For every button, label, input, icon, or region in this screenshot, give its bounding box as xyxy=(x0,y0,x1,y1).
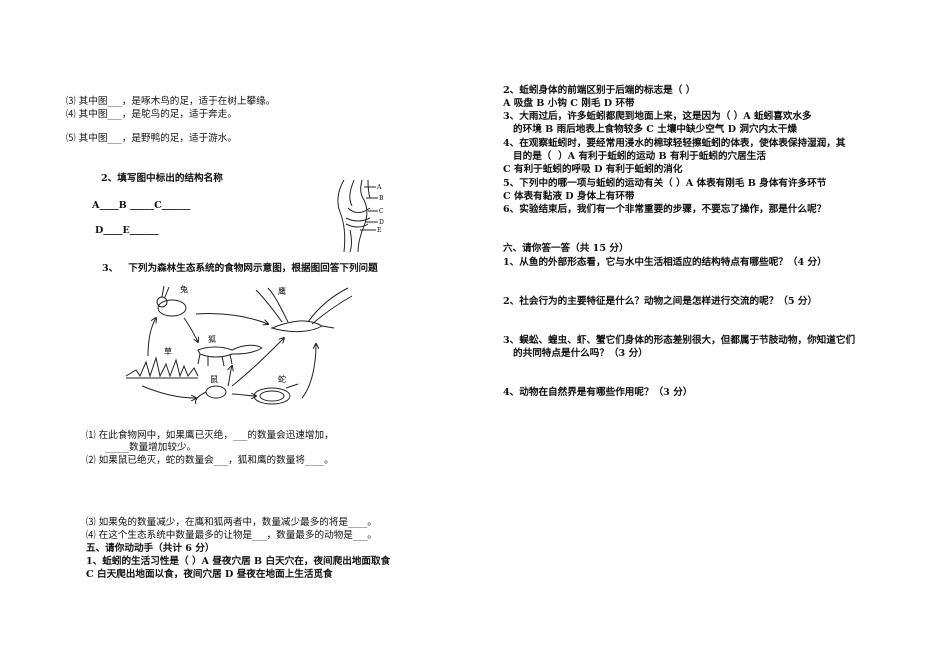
section-5-q2-options: A 吸盘 B 小钩 C 刚毛 D 环带 xyxy=(503,98,635,109)
question-2-blanks-line-1: A____B _____C______ xyxy=(92,200,191,211)
item-number: ⑷ xyxy=(66,109,76,120)
item-number: ⑴ xyxy=(86,430,96,441)
food-web-diagram: 兔 鹰 狐 草 鼠 蛇 xyxy=(125,284,353,405)
section-5-q1-line-2: C 白天爬出地面以食，夜间穴居 D 昼夜在地面上生活觅食 xyxy=(86,569,333,580)
svg-text:鼠: 鼠 xyxy=(210,375,218,384)
question-text: 其中图___，是啄木鸟的足，适于在树上攀缘。 xyxy=(78,96,276,107)
item-number: ⑵ xyxy=(86,455,96,466)
item-number: ⑶ xyxy=(86,517,96,528)
rabbit-drawing xyxy=(156,285,187,317)
snake-drawing xyxy=(253,383,299,405)
svg-text:C: C xyxy=(379,208,384,215)
question-text: 如果鼠已绝灭，蛇的数量会___，狐和鹰的数量将____。 xyxy=(98,455,334,466)
section-5-q4-options: C 有利于蚯蚓的呼吸 D 有利于蚯蚓的消化 xyxy=(503,164,683,175)
svg-text:A: A xyxy=(376,184,382,191)
item-number: ⑶ xyxy=(66,96,76,107)
svg-text:草: 草 xyxy=(164,346,172,356)
question-3-sub-4: ⑷ 在这个生态系统中数量最多的让物是___，数量最多的动物是___。 xyxy=(86,531,377,541)
section-5-title: 五、请你动动手（共计 6 分） xyxy=(86,543,215,554)
knee-joint-diagram: A B C D E xyxy=(337,179,384,253)
item-number: ⑸ xyxy=(66,133,76,144)
section-5-q3-cont: 的环境 B 雨后地表上食物较多 C 土壤中缺少空气 D 洞穴内太干燥 xyxy=(503,124,797,135)
section-5-q1-line-1: 1、蚯蚓的生活习性是（ ）A 昼夜穴居 B 白天穴在，夜间爬出地面取食 xyxy=(86,556,391,567)
svg-text:D: D xyxy=(379,219,384,226)
question-1-sub-4: ⑷ 其中图___，是鸵鸟的足，适于奔走。 xyxy=(66,110,237,120)
question-text: 如果兔的数量减少，在鹰和狐两者中，数量减少最多的将是____。 xyxy=(98,517,377,528)
mouse-drawing xyxy=(195,385,227,405)
svg-text:狐: 狐 xyxy=(208,334,216,344)
section-5-q4: 4、在观察蚯蚓时，要经常用浸水的棉球轻轻擦蚯蚓的体表，使体表保持湿润，其 xyxy=(503,138,846,149)
item-number: ⑷ xyxy=(86,530,96,541)
svg-text:兔: 兔 xyxy=(180,284,188,294)
grass-drawing xyxy=(125,356,199,379)
section-5-q5: 5、下列中的哪一项与蚯蚓的运动有关（ ）A 体表有刚毛 B 身体有许多环节 xyxy=(503,178,827,189)
food-web-arrows xyxy=(141,313,316,398)
section-6-q1: 1、从鱼的外部形态看，它与水中生活相适应的结构特点有哪些呢？（4 分） xyxy=(503,257,827,268)
section-6-title: 六、请你答一答（共 15 分） xyxy=(503,243,629,254)
svg-text:E: E xyxy=(377,227,381,234)
question-3-sub-2: ⑵ 如果鼠已绝灭，蛇的数量会___，狐和鹰的数量将____。 xyxy=(86,456,334,466)
section-5-q5-options: C 体表有黏液 D 身体上有环带 xyxy=(503,191,635,202)
section-6-q3-cont: 的共同特点是什么吗？（3 分） xyxy=(503,348,648,359)
question-3-sub-3: ⑶ 如果兔的数量减少，在鹰和狐两者中，数量减少最多的将是____。 xyxy=(86,518,377,528)
section-6-q2: 2、社会行为的主要特征是什么？动物之间是怎样进行交流的呢？（5 分） xyxy=(503,296,818,307)
question-text: 在这个生态系统中数量最多的让物是___，数量最多的动物是___。 xyxy=(98,530,377,541)
question-1-sub-3: ⑶ 其中图___，是啄木鸟的足，适于在树上攀缘。 xyxy=(66,97,275,107)
question-text: 在此食物网中，如果鹰已灭绝，___的数量会迅速增加， xyxy=(98,430,334,441)
question-text: 其中图___，是鸵鸟的足，适于奔走。 xyxy=(78,109,237,120)
section-5-q2: 2、蚯蚓身体的前端区别于后端的标志是（ ） xyxy=(503,85,696,96)
svg-text:鹰: 鹰 xyxy=(278,286,286,296)
section-5-q3: 3、大雨过后，许多蚯蚓都爬到地面上来，这是因为（ ）A 蚯蚓喜欢水多 xyxy=(503,111,812,122)
svg-text:B: B xyxy=(379,195,384,202)
question-3-title: 3、 下列为森林生态系统的食物网示意图，根据图回答下列问题 xyxy=(102,263,378,274)
question-3-sub-1-cont: _____数量增加较少。 xyxy=(105,442,197,453)
question-2-blanks-line-2: D____E______ xyxy=(95,225,159,236)
section-6-q3: 3、蜈蚣、蝗虫、虾、蟹它们身体的形态差别很大，但都属于节肢动物，你知道它们 xyxy=(503,335,856,346)
section-5-q4-cont: 目的是（ ）A 有利于蚯蚓的运动 B 有利于蚯蚓的穴居生活 xyxy=(503,151,766,162)
question-3-sub-1: ⑴ 在此食物网中，如果鹰已灭绝，___的数量会迅速增加， xyxy=(86,431,334,441)
section-5-q6: 6、实验结束后，我们有一个非常重要的步骤，不要忘了操作，那是什么呢？ xyxy=(503,204,827,215)
question-text: 其中图___，是野鸭的足，适于游水。 xyxy=(78,133,237,144)
question-2-title: 2、填写图中标出的结构名称 xyxy=(101,173,223,184)
fox-drawing xyxy=(197,344,263,367)
question-1-sub-5: ⑸ 其中图___，是野鸭的足，适于游水。 xyxy=(66,134,237,144)
svg-text:蛇: 蛇 xyxy=(278,374,286,384)
section-6-q4: 4、动物在自然界是有哪些作用呢？（3 分） xyxy=(503,387,693,398)
eagle-drawing xyxy=(255,287,353,333)
